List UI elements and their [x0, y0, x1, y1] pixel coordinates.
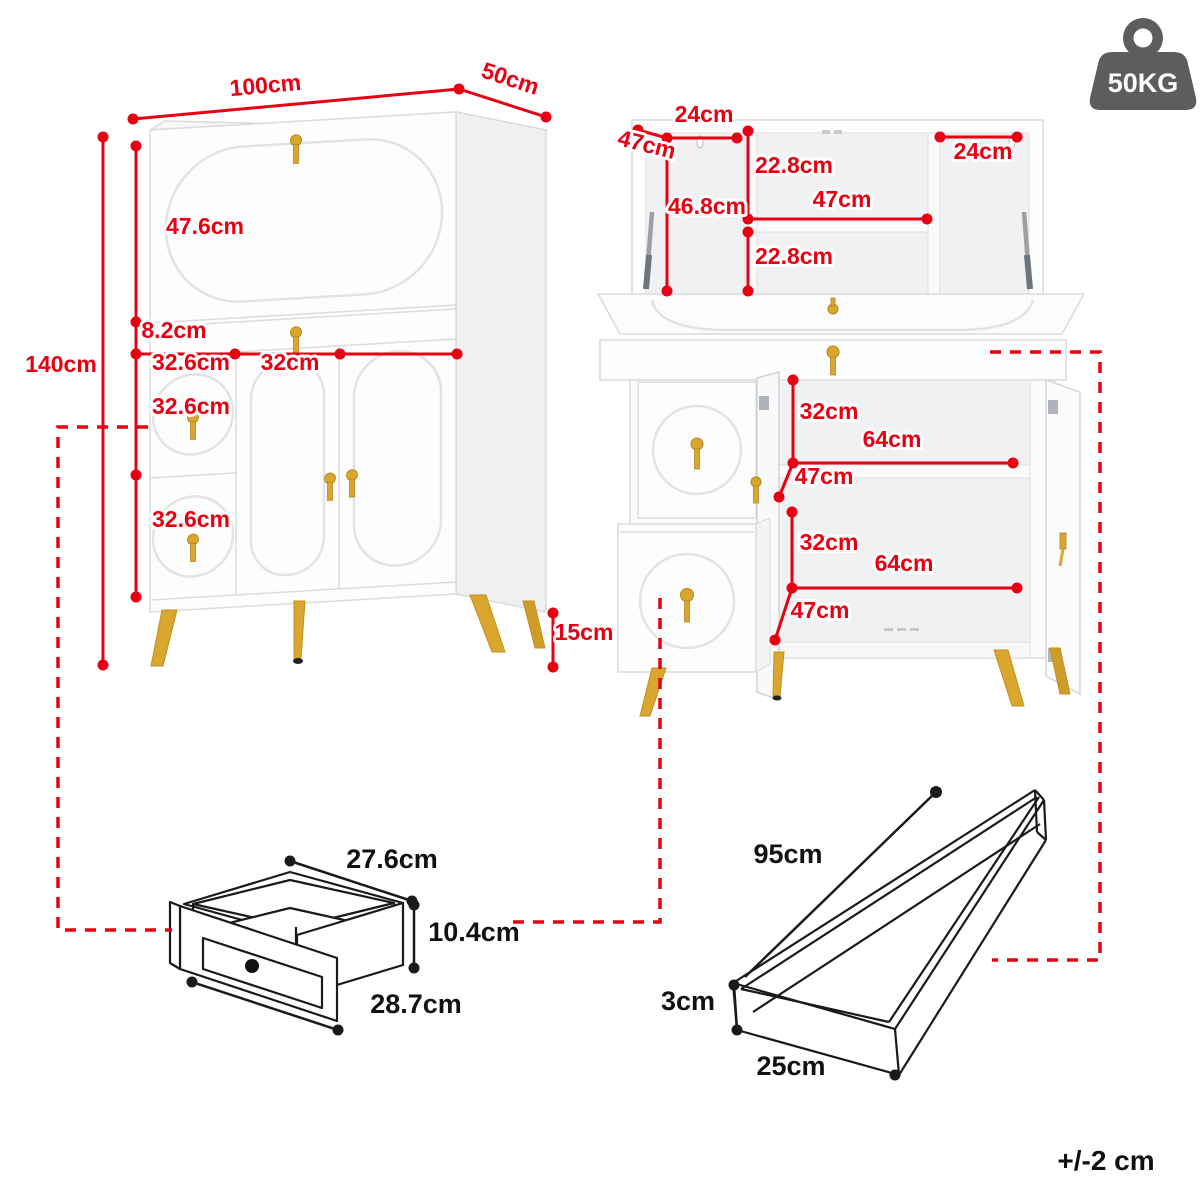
dimension-label: 15cm — [555, 619, 614, 645]
mid-door-groove — [249, 359, 326, 577]
dimension-label: 8.2cm — [141, 317, 206, 343]
hinge — [1048, 400, 1058, 414]
dimension-label: 140cm — [25, 351, 97, 377]
dimension-labels: 100cm 50cm 140cm 47.6cm 8.2cm 32.6cm 32cm 32.6c… — [22, 54, 1015, 1081]
leg-foot — [772, 695, 782, 701]
dimension-label: 64cm — [863, 426, 922, 452]
dimension-label: 46.8cm — [668, 193, 746, 219]
drawer-knob — [245, 959, 259, 973]
dimension-label: 25cm — [756, 1051, 825, 1081]
door-handles — [324, 469, 358, 501]
dimension-label: 32.6cm — [152, 393, 230, 419]
dimension-label: 47cm — [813, 186, 872, 212]
cabinet-legs — [150, 594, 546, 667]
gas-struts — [643, 211, 1033, 290]
dimension-label: 24cm — [954, 138, 1013, 164]
open-flap-door — [596, 293, 1086, 335]
dimension-label: 64cm — [875, 550, 934, 576]
cabinet-front-view — [149, 111, 547, 667]
lower-interior — [756, 379, 1031, 643]
dimension-label: 32cm — [800, 529, 859, 555]
cabinet-open-view — [596, 119, 1086, 717]
dimension-label: 47.6cm — [166, 213, 244, 239]
dimension-label: 47cm — [791, 597, 850, 623]
weight-capacity-icon: 50KG — [1089, 18, 1197, 110]
connector-left-drawer — [56, 425, 172, 932]
top-door-groove — [164, 137, 444, 303]
connector-dashed-lines — [56, 350, 1102, 962]
dimension-label: 3cm — [661, 986, 715, 1016]
hutch-shelf — [756, 221, 929, 233]
hinge — [759, 396, 769, 410]
vent-marks — [884, 628, 919, 631]
right-door-groove — [352, 350, 443, 567]
dimension-label: 32cm — [800, 398, 859, 424]
dimension-label: 10.4cm — [428, 917, 520, 947]
dimension-label: 32cm — [261, 349, 320, 375]
cabinet-front-face — [149, 111, 457, 613]
dimension-label: 47cm — [795, 463, 854, 489]
drawer2-circle-groove — [151, 495, 235, 578]
dimension-label: 27.6cm — [346, 844, 438, 874]
drawer-diagram — [168, 870, 405, 1023]
right-door-handle — [1059, 532, 1067, 550]
dimension-label: 50cm — [478, 57, 542, 100]
flap-groove — [650, 299, 1035, 332]
dimension-label: 22.8cm — [755, 152, 833, 178]
open-view-drawer-pulled — [617, 517, 771, 673]
dimension-dots — [97, 83, 1023, 673]
leg-foot — [293, 658, 303, 664]
dimension-label: 100cm — [228, 69, 302, 101]
hutch-interior — [645, 132, 1030, 297]
dimension-lines-black — [186, 786, 942, 1081]
tolerance-note: +/-2 cm — [1057, 1145, 1154, 1176]
dimension-label: 22.8cm — [755, 243, 833, 269]
weight-capacity-label: 50KG — [1108, 68, 1179, 98]
tray-diagram — [731, 789, 1048, 1077]
cabinet-side-face — [455, 111, 547, 613]
band-keyhole — [826, 345, 840, 359]
drawer1-circle-groove — [151, 373, 235, 456]
top-door-key — [293, 143, 299, 164]
drawer-handles — [187, 411, 199, 563]
drawer-front-inset — [201, 936, 324, 1010]
dimension-label: 28.7cm — [370, 989, 462, 1019]
dimension-label: 32.6cm — [152, 506, 230, 532]
connector-pulled-drawer — [513, 598, 662, 924]
dimension-label: 24cm — [675, 101, 734, 127]
interior-floor — [756, 641, 1031, 659]
dimension-label: 32.6cm — [152, 349, 230, 375]
dimension-label: 95cm — [753, 839, 822, 869]
dimension-lines-red — [97, 83, 1023, 673]
